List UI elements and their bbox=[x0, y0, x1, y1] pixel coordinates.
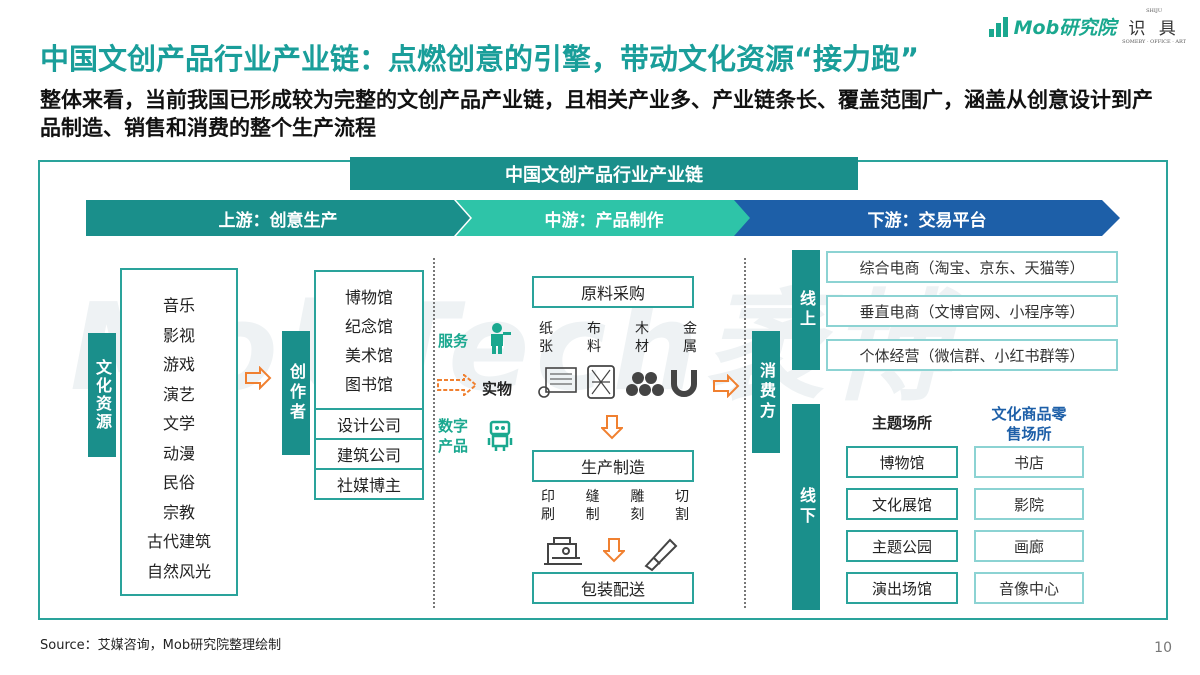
resource-item: 民俗 bbox=[162, 473, 195, 492]
theme-place: 博物馆 bbox=[846, 446, 958, 478]
consumer-label: 消费方 bbox=[752, 331, 780, 453]
material-item: 木材 bbox=[635, 321, 649, 355]
resource-item: 宗教 bbox=[162, 502, 195, 522]
right-arrow-icon bbox=[712, 373, 740, 402]
theme-places-list: 博物馆文化展馆主题公园演出场馆 bbox=[846, 446, 958, 614]
online-label: 线上 bbox=[792, 250, 820, 370]
process-item: 切割 bbox=[674, 489, 689, 523]
wood-logs-icon bbox=[622, 366, 666, 402]
resource-item: 动漫 bbox=[162, 443, 195, 463]
material-item: 纸张 bbox=[539, 321, 553, 355]
page-title: 中国文创产品行业产业链：点燃创意的引擎，带动文化资源“接力跑” bbox=[40, 42, 920, 76]
creator-item: 纪念馆 bbox=[344, 317, 393, 336]
mob-logo-icon bbox=[988, 15, 1008, 37]
online-list: 综合电商（淘宝、京东、天猫等） 垂直电商（文博官网、小程序等） 个体经营（微信群、小… bbox=[826, 251, 1118, 383]
creators-group1: 博物馆纪念馆美术馆图书馆 bbox=[314, 270, 424, 410]
resource-item: 影视 bbox=[162, 325, 195, 345]
right-arrow-icon bbox=[436, 372, 478, 400]
resource-item: 游戏 bbox=[162, 355, 195, 374]
logo: Mob研究院 SHIJU 识 具 SOMEBY · OFFICE · ART bbox=[988, 6, 1186, 46]
production-box: 生产制造 bbox=[532, 450, 694, 482]
resource-item: 演艺 bbox=[162, 384, 195, 404]
partner-logo: SHIJU 识 具 SOMEBY · OFFICE · ART bbox=[1122, 7, 1186, 45]
digital-product-label: 数字产品 bbox=[438, 417, 469, 455]
divider bbox=[433, 258, 435, 608]
creator-label: 创作者 bbox=[282, 331, 310, 455]
online-item: 个体经营（微信群、小红书群等） bbox=[826, 339, 1118, 371]
raw-purchase-box: 原料采购 bbox=[532, 276, 694, 308]
online-item: 综合电商（淘宝、京东、天猫等） bbox=[826, 251, 1118, 283]
source-note: Source：艾媒咨询，Mob研究院整理绘制 bbox=[40, 638, 282, 653]
cutter-icon bbox=[640, 532, 680, 576]
down-arrow-icon bbox=[599, 414, 625, 444]
material-item: 布料 bbox=[587, 321, 601, 355]
process-item: 雕刻 bbox=[630, 489, 645, 523]
resource-item: 文学 bbox=[162, 414, 195, 433]
process-item: 印刷 bbox=[541, 489, 555, 523]
creator-item: 社媒博主 bbox=[314, 468, 424, 500]
creator-item: 图书馆 bbox=[344, 375, 393, 394]
retail-place: 音像中心 bbox=[974, 572, 1084, 604]
creator-item: 设计公司 bbox=[314, 408, 424, 440]
resource-item: 古代建筑 bbox=[146, 532, 211, 551]
retail-place: 影院 bbox=[974, 488, 1084, 520]
stage-upstream: 上游：创意生产 bbox=[86, 200, 470, 236]
theme-place: 演出场馆 bbox=[846, 572, 958, 604]
process-item: 缝制 bbox=[585, 489, 600, 523]
retail-places-list: 书店影院画廊音像中心 bbox=[974, 446, 1084, 614]
page-number: 10 bbox=[1154, 640, 1172, 656]
chain-title: 中国文创产品行业产业链 bbox=[350, 157, 858, 190]
offline-label: 线下 bbox=[792, 404, 820, 610]
theme-places-header: 主题场所 bbox=[871, 414, 932, 432]
retail-place: 画廊 bbox=[974, 530, 1084, 562]
service-person-icon bbox=[484, 322, 514, 358]
theme-place: 主题公园 bbox=[846, 530, 958, 562]
online-item: 垂直电商（文博官网、小程序等） bbox=[826, 295, 1118, 327]
material-item: 金属 bbox=[683, 321, 697, 355]
divider bbox=[744, 258, 746, 608]
page-subtitle: 整体来看，当前我国已形成较为完整的文创产品产业链，且相关产业多、产业链条长、覆盖… bbox=[40, 88, 1153, 140]
packaging-box: 包装配送 bbox=[532, 572, 694, 604]
materials-row: 纸张布料木材金属 bbox=[538, 320, 698, 356]
down-arrow-icon bbox=[601, 537, 627, 567]
retail-places-header: 文化商品零售场所 bbox=[991, 405, 1067, 443]
resource-item: 音乐 bbox=[162, 296, 195, 315]
resource-item: 自然风光 bbox=[146, 561, 211, 581]
resources-list: 音乐影视游戏演艺文学动漫民俗宗教古代建筑自然风光 bbox=[120, 268, 238, 596]
magnet-icon bbox=[670, 366, 698, 402]
logo-brand: Mob研究院 bbox=[1013, 16, 1117, 39]
creator-item: 博物馆 bbox=[344, 288, 393, 307]
creator-item: 建筑公司 bbox=[314, 438, 424, 470]
creators-group2: 设计公司建筑公司社媒博主 bbox=[314, 408, 424, 500]
retail-place: 书店 bbox=[974, 446, 1084, 478]
robot-icon bbox=[486, 418, 514, 456]
service-label: 服务 bbox=[438, 332, 469, 350]
paper-roll-icon bbox=[536, 364, 580, 402]
theme-place: 文化展馆 bbox=[846, 488, 958, 520]
fabric-icon bbox=[584, 364, 618, 404]
processes-row: 印刷缝制雕刻切割 bbox=[540, 488, 690, 524]
sewing-machine-icon bbox=[540, 534, 586, 574]
stage-downstream: 下游：交易平台 bbox=[734, 200, 1120, 236]
right-arrow-icon bbox=[244, 365, 272, 395]
cultural-resources-label: 文化资源 bbox=[88, 333, 116, 457]
creator-item: 美术馆 bbox=[344, 346, 393, 365]
stage-midstream: 中游：产品制作 bbox=[456, 200, 752, 236]
physical-label: 实物 bbox=[482, 380, 513, 398]
